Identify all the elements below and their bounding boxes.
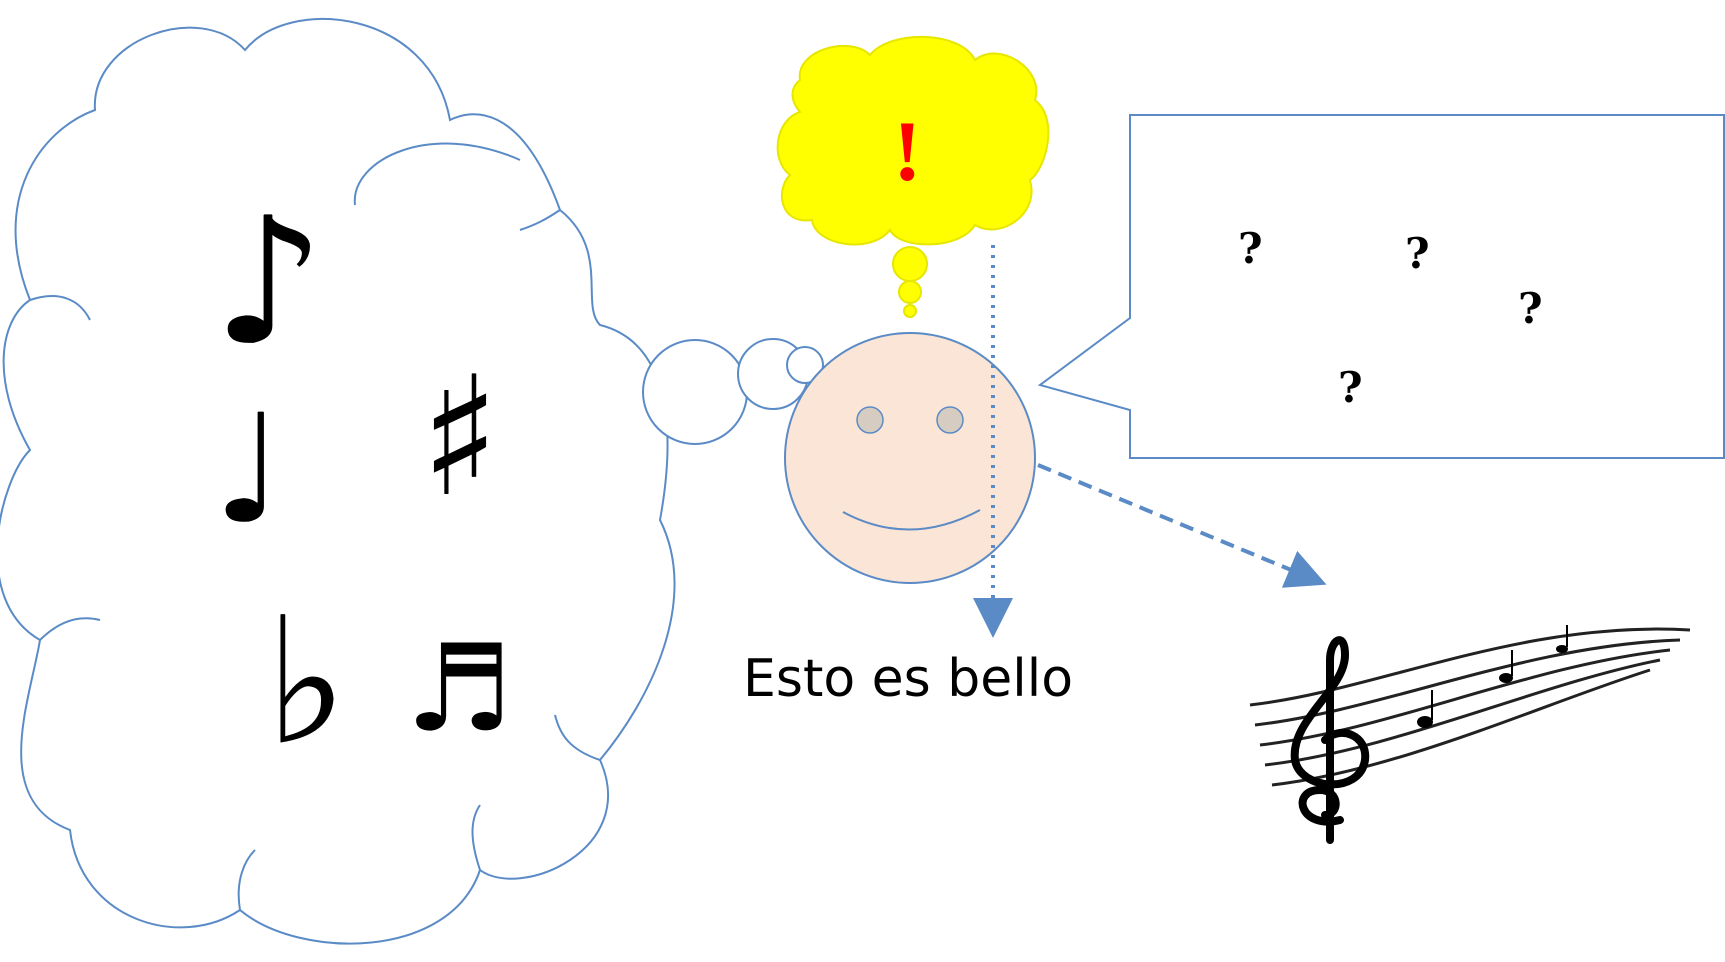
quarter-note-icon: ♩	[213, 383, 284, 557]
sixteenth-notes-icon: ♬	[405, 620, 513, 759]
question-mark: ?	[1405, 229, 1430, 278]
thought-bubble-trail	[642, 338, 824, 445]
dashed-arrow	[1037, 463, 1327, 588]
thought-cloud	[0, 18, 676, 945]
speech-callout	[1037, 114, 1725, 459]
idea-cloud	[776, 35, 1050, 318]
caption-text: Esto es bello	[743, 649, 1074, 709]
treble-clef-staff-icon	[1249, 625, 1691, 844]
question-mark: ?	[1518, 284, 1543, 333]
exclamation-mark: !	[893, 103, 922, 199]
flat-icon: ♭	[265, 581, 348, 784]
question-mark: ?	[1338, 363, 1363, 412]
eighth-note-icon: ♪	[213, 181, 325, 384]
sharp-icon: ♯	[420, 341, 500, 533]
question-mark: ?	[1238, 224, 1263, 273]
smiley-face-icon	[784, 332, 1036, 584]
